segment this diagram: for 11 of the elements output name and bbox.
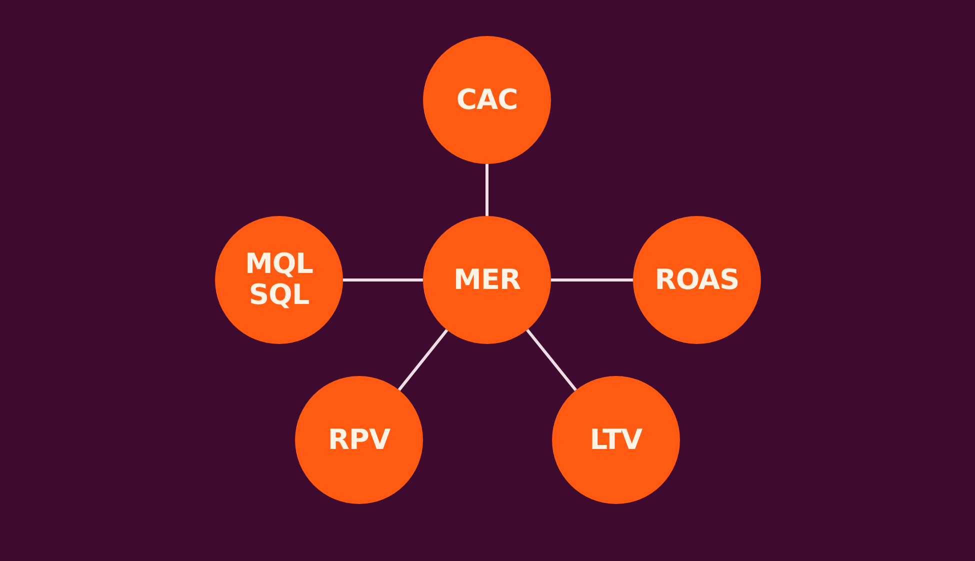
metric-label: MER (453, 264, 521, 296)
metric-label: CAC (456, 84, 518, 116)
connector-line (398, 329, 448, 391)
connector-line (343, 278, 423, 282)
metric-label: MQL SQL (244, 249, 314, 311)
metric-label: LTV (590, 424, 642, 456)
connector-line (486, 164, 488, 216)
connector-line (551, 278, 633, 282)
metric-label: ROAS (654, 264, 740, 296)
metric-label: RPV (328, 424, 390, 456)
connector-line (526, 328, 577, 392)
